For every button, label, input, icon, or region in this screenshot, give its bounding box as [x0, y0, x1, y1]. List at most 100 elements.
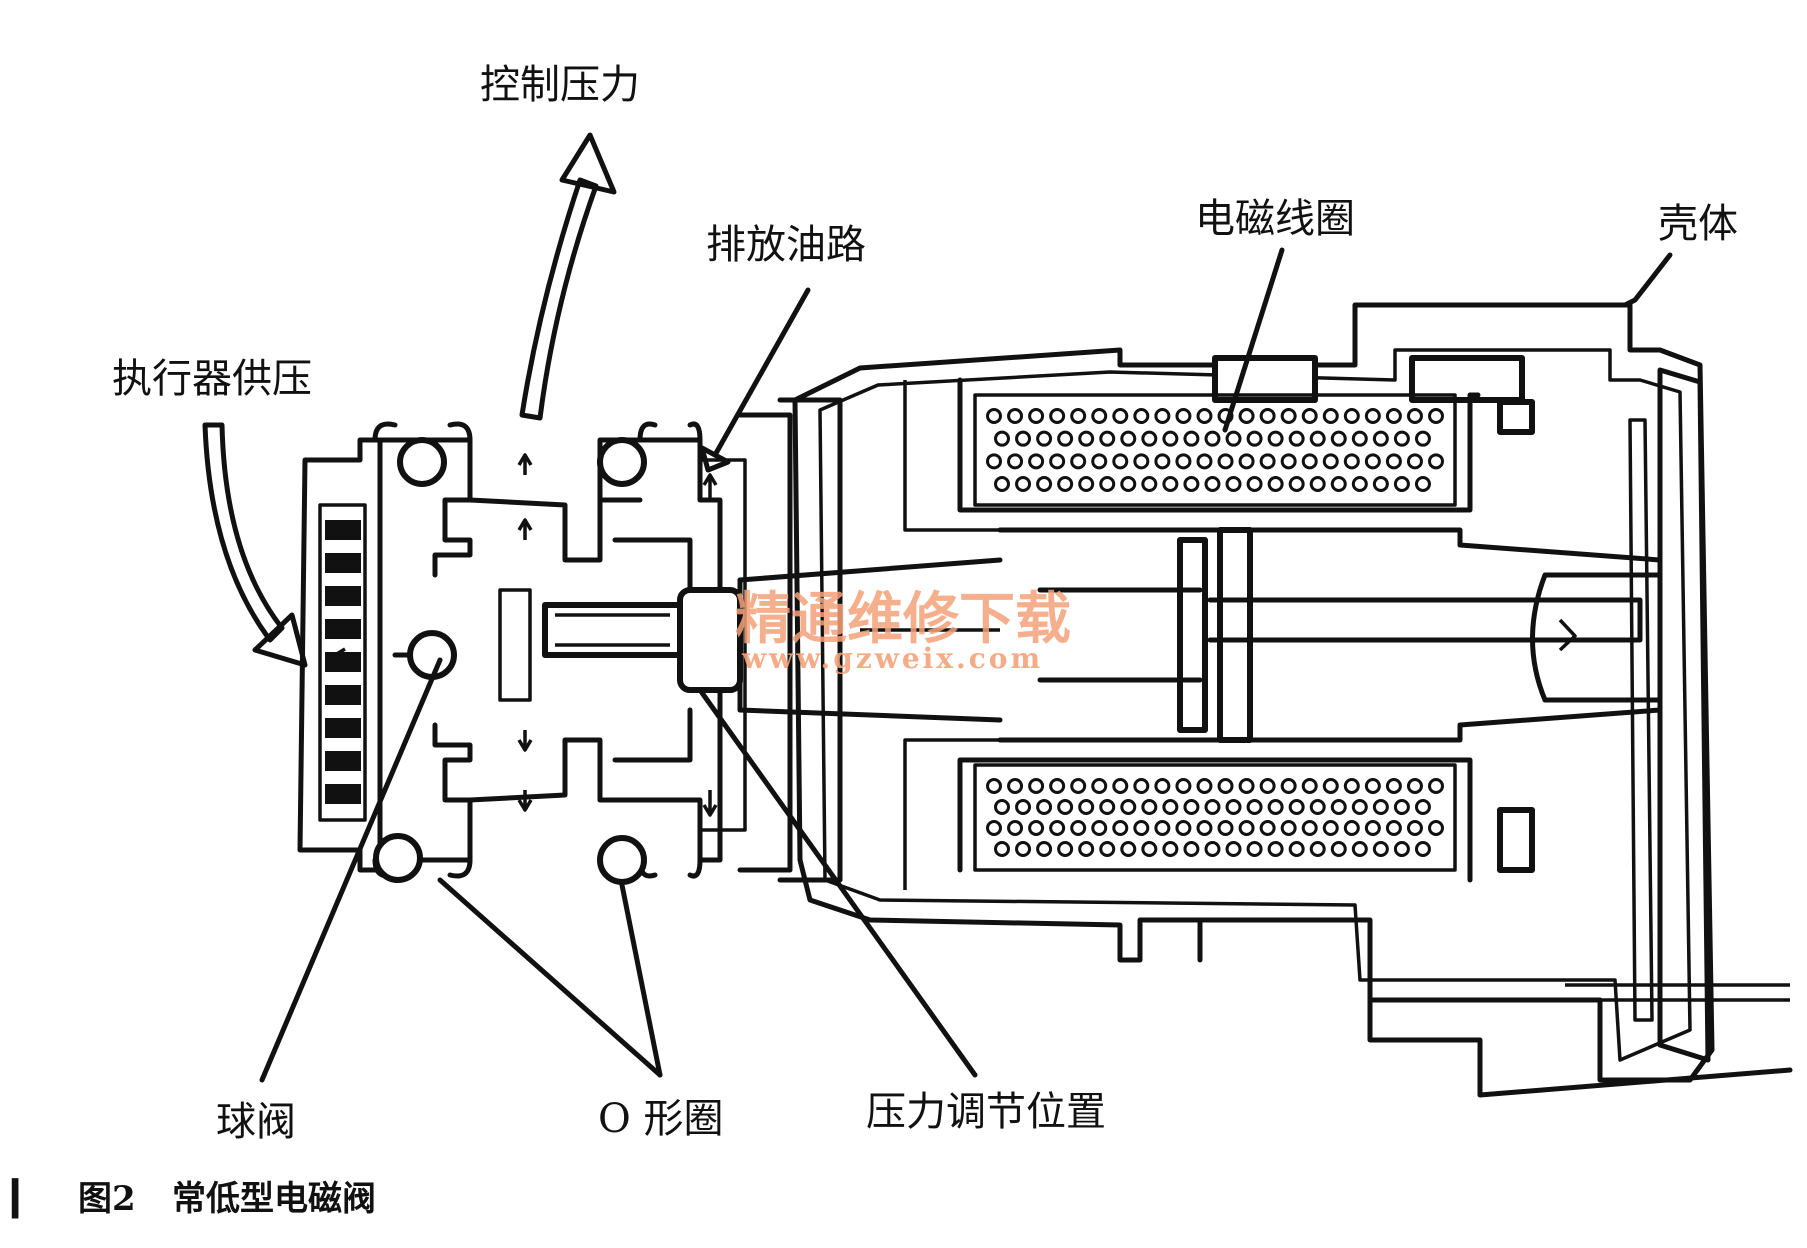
coil-winding-dot: [986, 453, 1002, 470]
caption-marker: ▎: [11, 1178, 38, 1219]
filter-bar: [325, 751, 361, 771]
leader-o-ring-b: [619, 882, 663, 1078]
coil-winding-dot: [1393, 799, 1410, 815]
coil-winding-dot: [1196, 453, 1213, 470]
leader-housing: [1622, 252, 1673, 308]
coil-winding-dot: [1141, 476, 1158, 492]
coil-winding-dot: [1343, 453, 1360, 470]
coil-winding-dot: [1414, 430, 1431, 447]
coil-winding-dot: [1204, 841, 1221, 857]
coil-winding-dot: [1175, 778, 1192, 794]
coil-winding-dot: [1393, 476, 1410, 492]
coil-winding-dot: [1364, 820, 1381, 836]
coil-winding-dot: [1372, 841, 1389, 857]
coil-winding-dot: [1070, 820, 1087, 836]
coil-winding-dot: [1204, 430, 1221, 447]
coil-winding-dot: [1406, 778, 1423, 794]
coil-winding-dot: [1196, 820, 1213, 836]
coil-winding-dot: [1070, 453, 1087, 470]
armature: [997, 527, 1663, 743]
coil-winding-dot: [1406, 820, 1423, 836]
coil-winding-dot: [1428, 778, 1444, 794]
coil-winding-dot: [1154, 820, 1171, 836]
filter-bar: [325, 520, 361, 540]
coil-winding-dot: [1196, 408, 1213, 424]
coil-winding-dot: [1364, 408, 1381, 424]
coil-winding-dot: [1133, 453, 1150, 470]
o-ring-3: [597, 437, 647, 487]
coil-winding-dot: [1217, 820, 1234, 836]
coil-winding-dot: [1280, 453, 1297, 470]
filter-bar: [325, 619, 361, 639]
coil-winding-dot: [1217, 453, 1234, 470]
filter-bar: [325, 586, 361, 606]
valve-body: [297, 421, 743, 879]
leader-o-ring-a: [437, 877, 663, 1078]
filter-bar: [325, 553, 361, 573]
coil-winding-dot: [1428, 453, 1444, 470]
coil-winding-dot: [1141, 799, 1158, 815]
coil-winding-dot: [994, 799, 1010, 815]
coil-winding-dot: [986, 820, 1002, 836]
coil-winding-dot: [1049, 778, 1066, 794]
coil-winding-dot: [1078, 430, 1095, 447]
coil-winding-dot: [1330, 430, 1347, 447]
coil-winding-dot: [1288, 799, 1305, 815]
label-ball-valve: 球阀: [216, 1099, 296, 1145]
coil-winding-dot: [1057, 430, 1074, 447]
coil-winding-dot: [1372, 476, 1389, 492]
coil-winding-dot: [1133, 778, 1150, 794]
coil-winding-dot: [1428, 408, 1444, 424]
coil-winding-dot: [1154, 453, 1171, 470]
coil-winding-dot: [1351, 476, 1368, 492]
coil-winding-dot: [1301, 820, 1318, 836]
coil-winding-dot: [1057, 841, 1074, 857]
coil-winding-dot: [1091, 820, 1108, 836]
coil-winding-dot: [1288, 430, 1305, 447]
coil-winding-dot: [1351, 799, 1368, 815]
coil-winding-dot: [1057, 476, 1074, 492]
coil-winding-dot: [1036, 799, 1053, 815]
coil-winding-dot: [1007, 820, 1024, 836]
coil-winding-dot: [1070, 408, 1087, 424]
coil-winding-dot: [1259, 453, 1276, 470]
coil-winding-dot: [1343, 778, 1360, 794]
coil-winding-dot: [1112, 453, 1129, 470]
coil-winding-dot: [1078, 476, 1095, 492]
coil-winding-dot: [1343, 820, 1360, 836]
coil-winding-dot: [1301, 408, 1318, 424]
coil-winding-dot: [1259, 778, 1276, 794]
leader-coil: [1222, 247, 1285, 433]
coil-winding-dot: [1036, 430, 1053, 447]
coil-winding-dot: [1049, 453, 1066, 470]
caption-figure-number: 图2: [78, 1179, 136, 1219]
coil-winding-dot: [1091, 408, 1108, 424]
coil-winding-dot: [1322, 778, 1339, 794]
coil-winding-dot: [1028, 778, 1045, 794]
coil-winding-dot: [1036, 841, 1053, 857]
coil-winding-dot: [1406, 453, 1423, 470]
coil-winding-dot: [1246, 799, 1263, 815]
coil-winding-dot: [1225, 430, 1242, 447]
coil-winding-dot: [1267, 430, 1284, 447]
coil-winding-dot: [1120, 841, 1137, 857]
coil-winding-dot: [994, 476, 1010, 492]
coil-winding-dot: [1330, 799, 1347, 815]
coil-winding-dot: [1028, 820, 1045, 836]
coil-winding-dot: [1162, 430, 1179, 447]
coil-winding-dot: [1175, 408, 1192, 424]
coil-winding-dot: [1238, 453, 1255, 470]
coil-winding-dot: [1428, 820, 1444, 836]
coil-winding-dot: [1162, 799, 1179, 815]
coil-winding-dot: [1112, 820, 1129, 836]
coil-winding-dot: [1414, 799, 1431, 815]
coil-winding-dot: [1112, 408, 1129, 424]
coil-winding-dot: [1393, 841, 1410, 857]
coil-winding-dot: [1099, 476, 1116, 492]
coil-winding-dot: [1393, 430, 1410, 447]
coil-winding-dot: [1028, 408, 1045, 424]
coil-winding-dot: [1364, 453, 1381, 470]
coil-winding-dot: [1154, 778, 1171, 794]
coil-winding-dot: [1309, 430, 1326, 447]
leader-ball-valve: [259, 657, 443, 1083]
